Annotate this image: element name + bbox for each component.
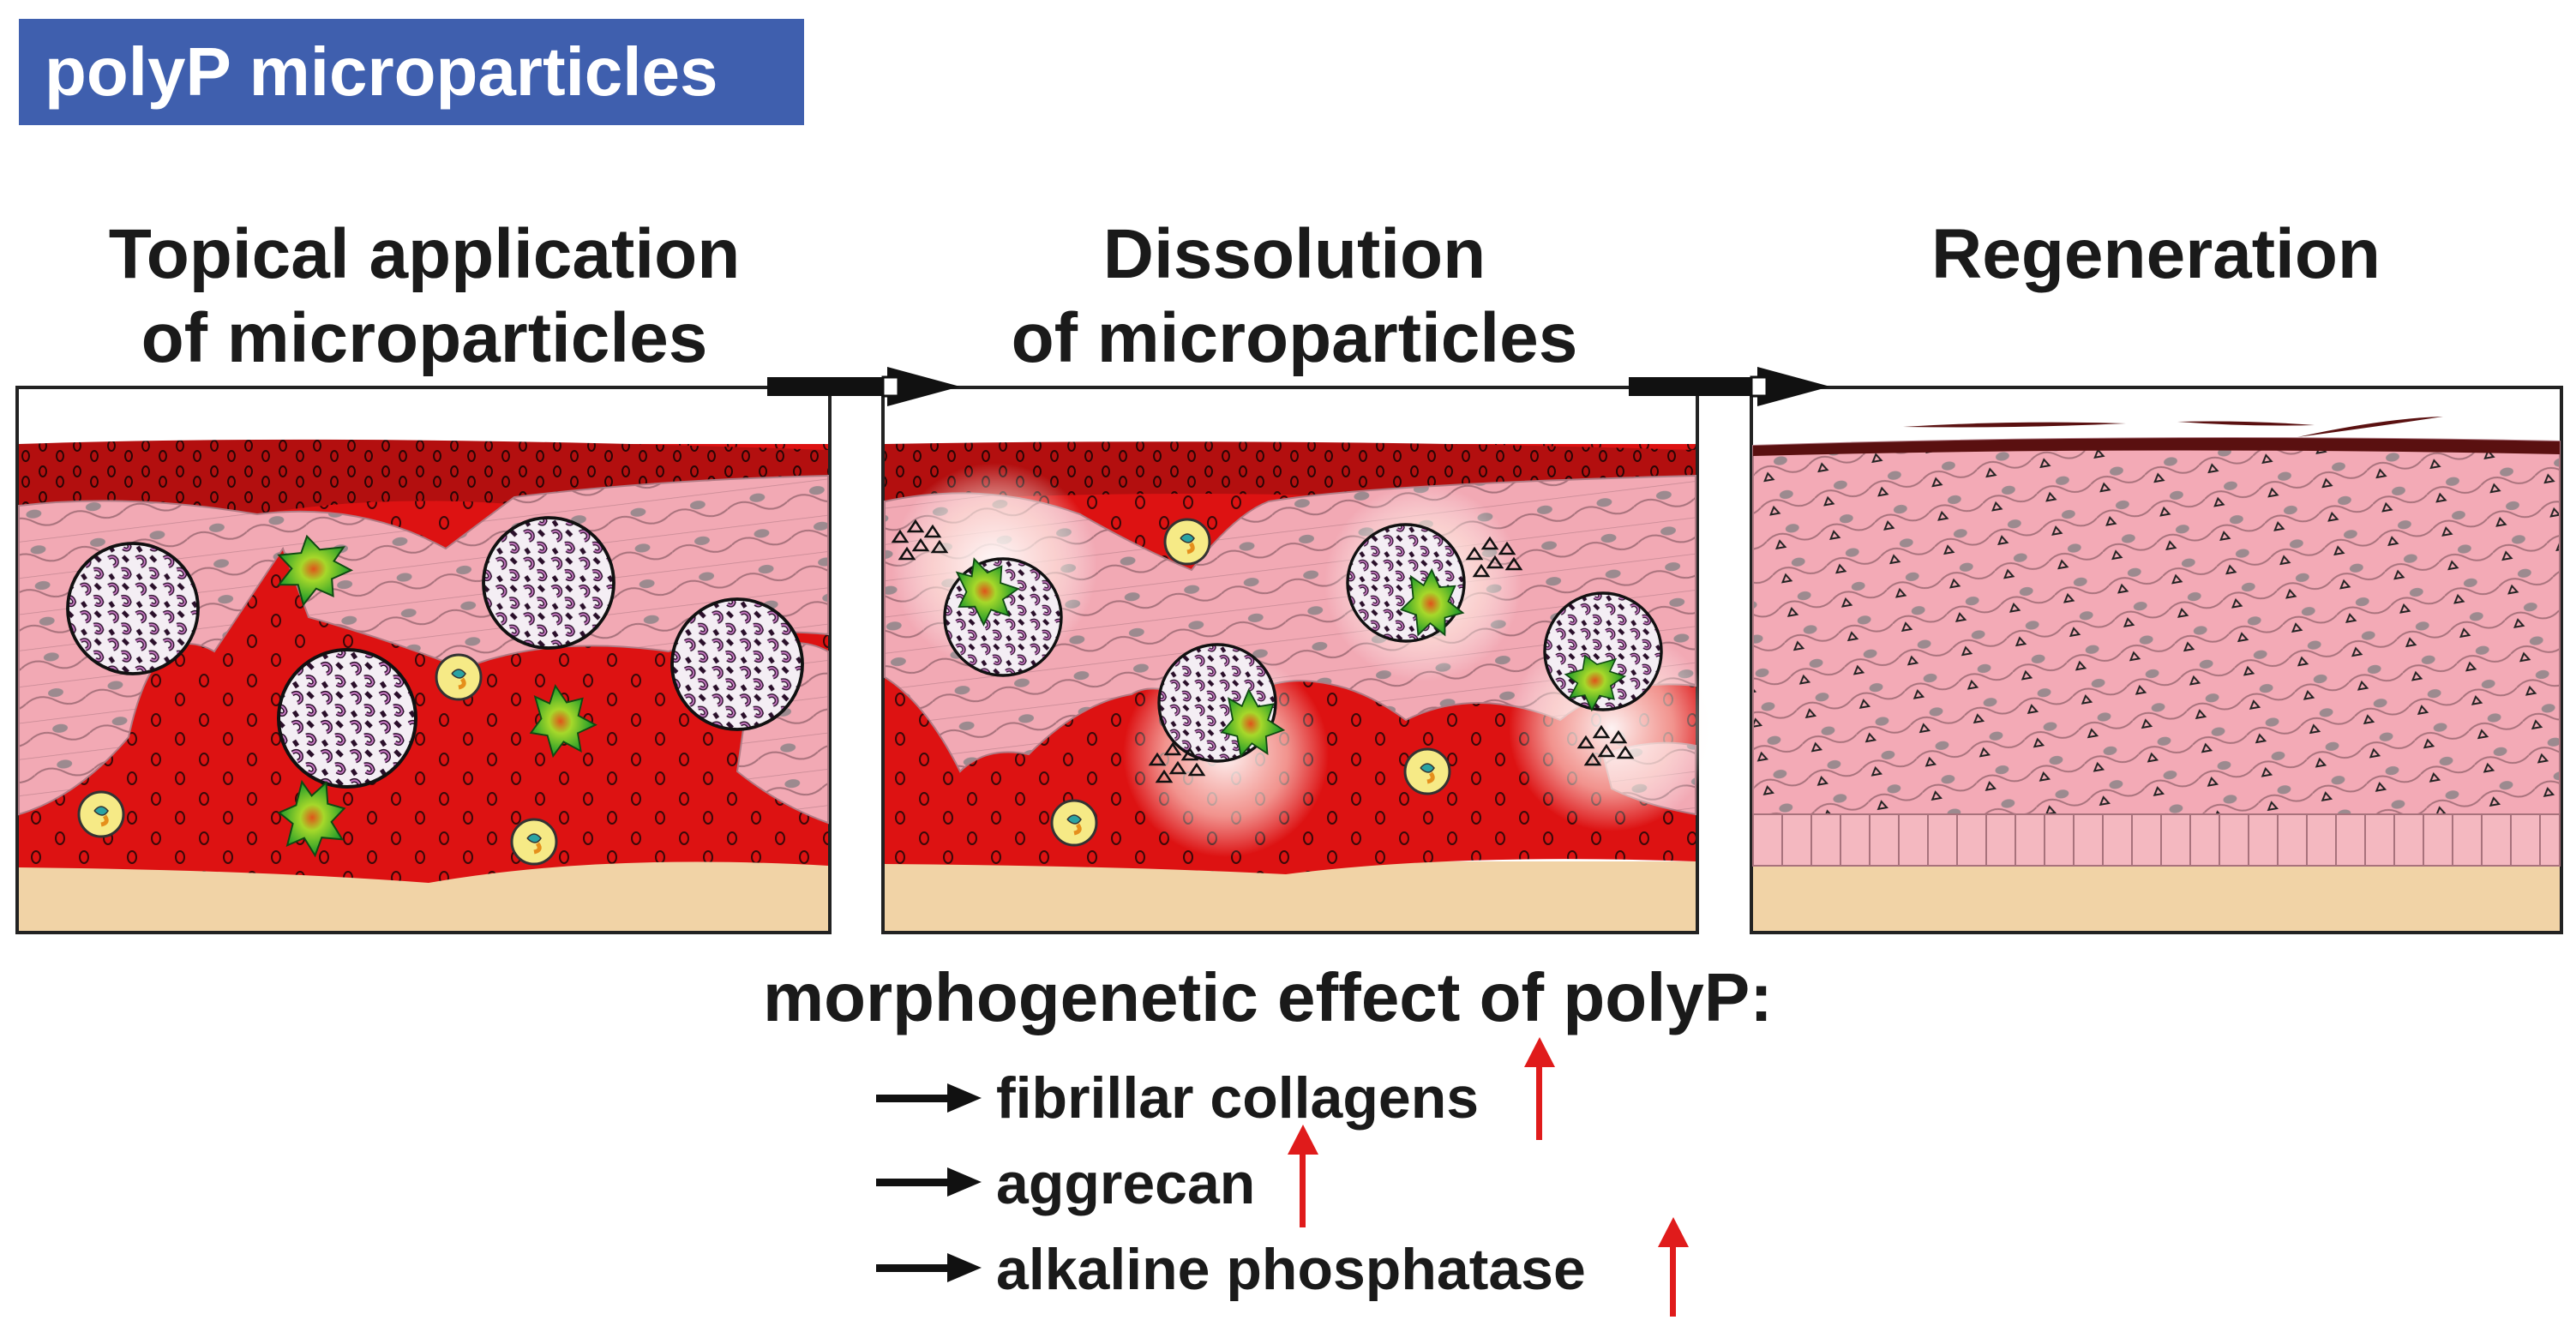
step-1-title-line1: Topical application — [108, 215, 741, 293]
effect-item-phosphatase: alkaline phosphatase — [996, 1237, 1586, 1302]
epithelial-cell-row — [1752, 813, 2561, 867]
yellow-cell — [512, 819, 556, 864]
increase-arrow-phosphatase — [1658, 1217, 1689, 1317]
list-arrow-3 — [876, 1253, 982, 1282]
yellow-cell — [436, 655, 481, 699]
effect-item-aggrecan: aggrecan — [996, 1151, 1256, 1216]
microparticle — [1346, 523, 1466, 643]
step-1-title: Topical application of microparticles — [51, 213, 797, 381]
regenerated-tissue — [1752, 437, 2561, 867]
increase-arrow-aggrecan — [1288, 1125, 1318, 1227]
panel-topical-application — [15, 386, 832, 934]
panel-dissolution — [881, 386, 1714, 934]
list-arrow-1 — [876, 1083, 982, 1113]
step-2-title-line1: Dissolution — [1102, 215, 1486, 293]
microparticle — [670, 597, 804, 731]
effect-item-collagens: fibrillar collagens — [996, 1065, 1480, 1131]
increase-arrow-collagens — [1524, 1037, 1555, 1140]
base-layer — [1753, 866, 2560, 931]
microparticle — [482, 516, 615, 650]
effect-title: morphogenetic effect of polyP: — [763, 959, 1773, 1035]
yellow-cell — [1052, 801, 1096, 845]
process-arrow-1 — [767, 367, 960, 406]
step-2-title: Dissolution of microparticles — [909, 213, 1680, 381]
panel-regeneration — [1750, 386, 2563, 934]
microparticle — [277, 648, 417, 789]
yellow-cell — [1165, 519, 1210, 564]
step-2-title-line2: of microparticles — [1011, 299, 1578, 377]
yellow-cell — [79, 792, 123, 837]
step-3-title: Regeneration — [1783, 213, 2529, 297]
step-3-title-line1: Regeneration — [1931, 215, 2381, 293]
list-arrow-2 — [876, 1167, 982, 1197]
process-arrow-2 — [1629, 367, 1830, 406]
step-1-title-line2: of microparticles — [141, 299, 708, 377]
yellow-cell — [1405, 749, 1450, 794]
title-badge: polyP microparticles — [19, 19, 804, 125]
microparticle — [66, 542, 200, 675]
